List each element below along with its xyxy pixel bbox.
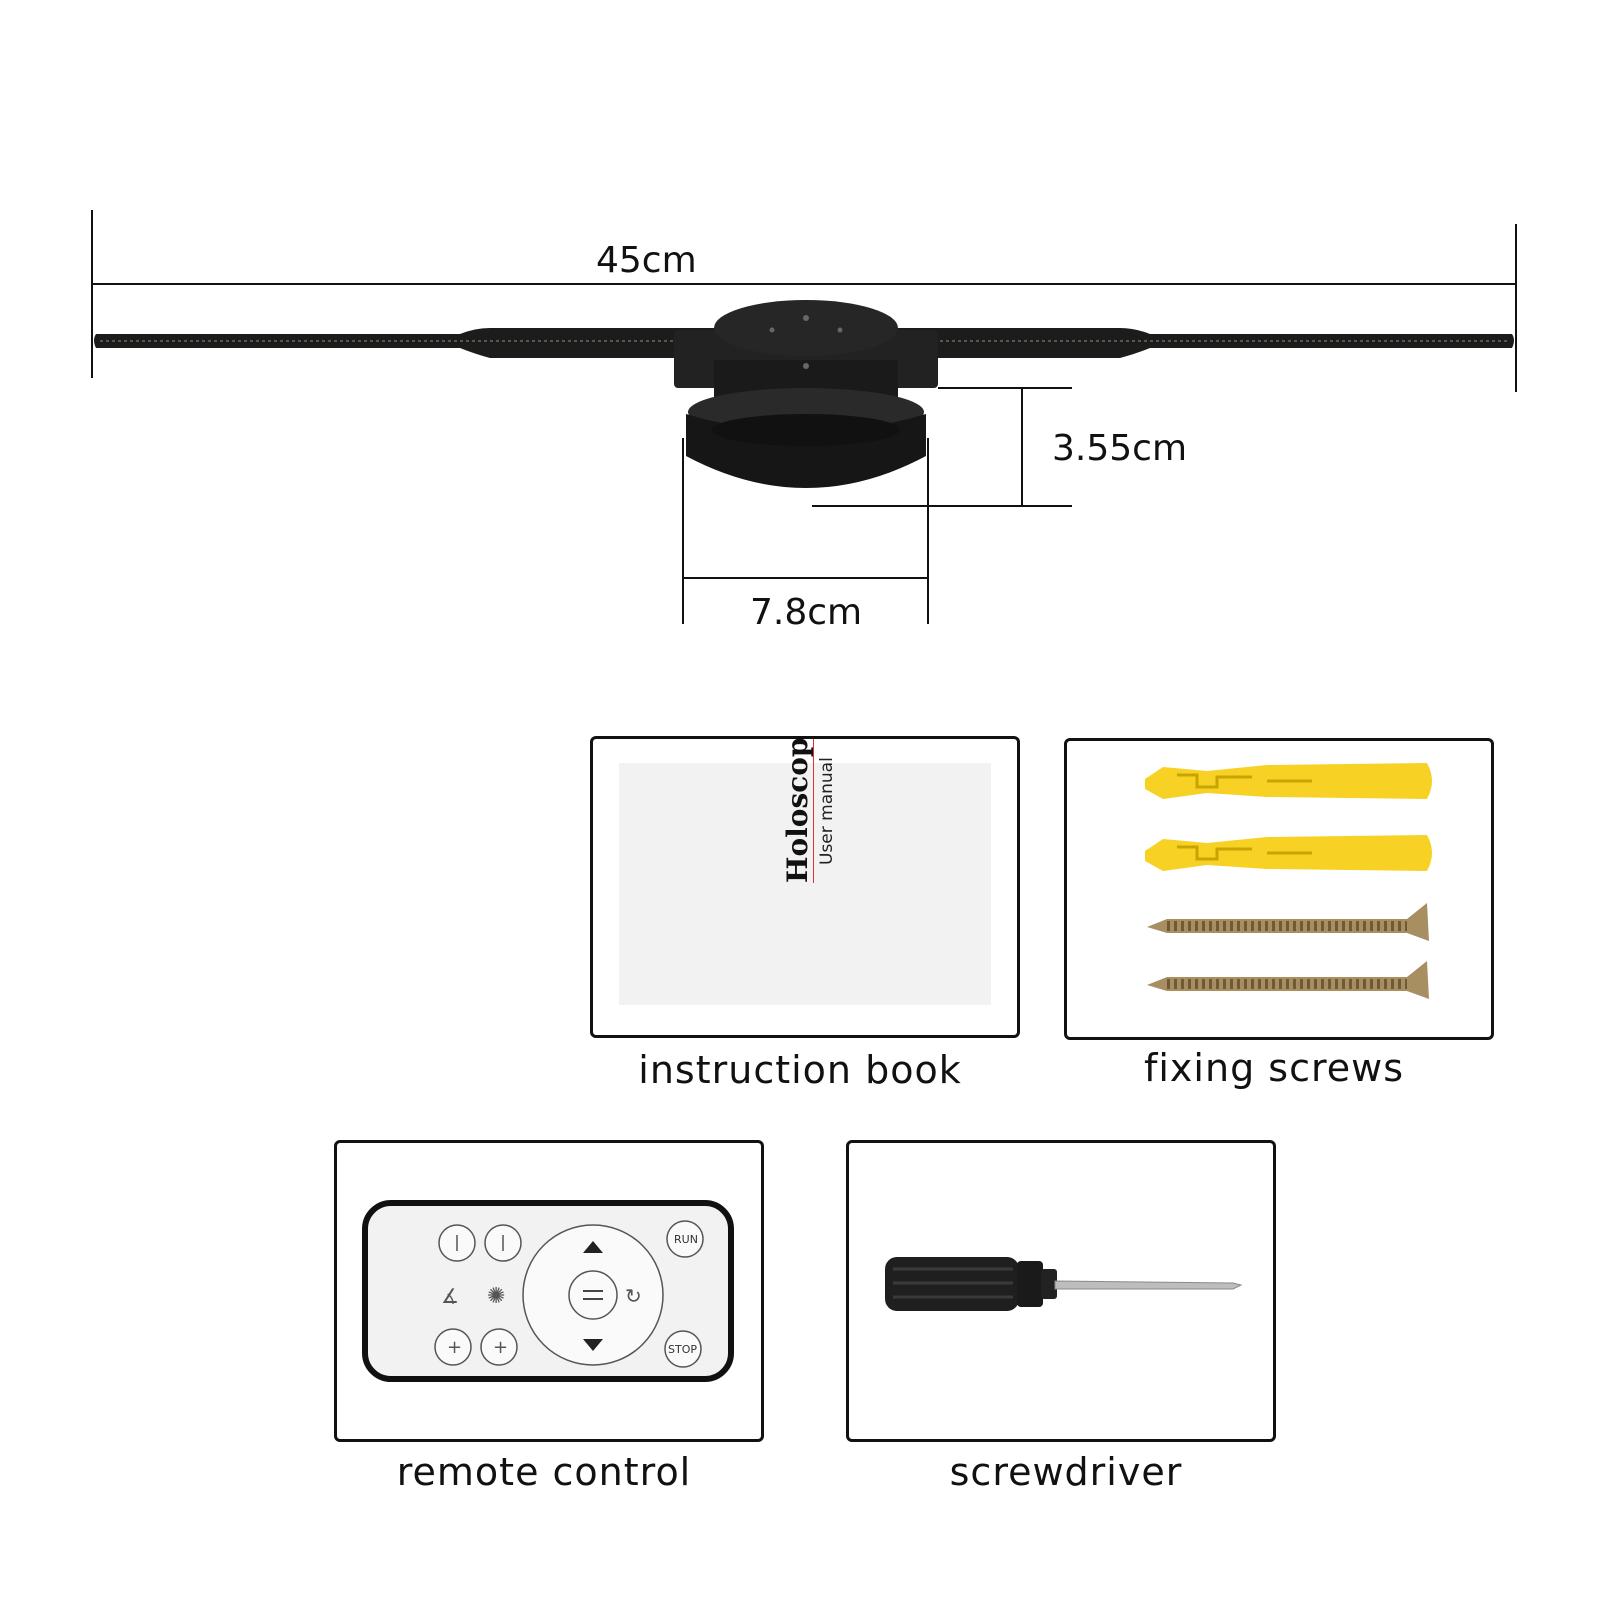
fixing-screws-caption: fixing screws	[1144, 1046, 1404, 1090]
motor-screw	[837, 327, 843, 333]
product-dimension-diagram: 45cm 3.55cm 7.8cm	[91, 210, 1517, 633]
base-ring	[712, 414, 900, 446]
screwdriver-icon	[885, 1257, 1243, 1311]
screwdriver-illustration	[885, 1257, 1243, 1311]
screw-icon	[1147, 903, 1429, 941]
motor-screw	[803, 363, 809, 369]
run-button	[666, 1220, 704, 1258]
remote-illustration: + + ∡ ✺ ↻ RUN STOP	[362, 1200, 734, 1382]
pause-button-icon	[568, 1270, 618, 1320]
motor-top	[714, 300, 898, 356]
screws-illustration	[1145, 763, 1432, 999]
diameter-dimension-label: 7.8cm	[750, 592, 862, 633]
brightness-icon: ✺	[487, 1284, 505, 1309]
height-dimension-label: 3.55cm	[1052, 428, 1187, 469]
down-arrow-icon	[583, 1339, 603, 1351]
angle-icon: ∡	[441, 1284, 459, 1308]
run-button-label: RUN	[674, 1233, 698, 1246]
screwdriver-caption: screwdriver	[949, 1450, 1183, 1494]
motor-screw	[769, 327, 775, 333]
cycle-icon: ↻	[625, 1284, 642, 1308]
screwdriver-panel	[846, 1140, 1276, 1442]
svg-text:+: +	[493, 1337, 508, 1358]
remote-control-panel: + + ∡ ✺ ↻ RUN STOP	[334, 1140, 764, 1442]
manual-cover: Holoscope User manual	[619, 739, 991, 1005]
manual-subtitle: User manual	[817, 757, 837, 865]
screw-icon	[1147, 961, 1429, 999]
plus-button-icon	[434, 1328, 472, 1366]
stop-button-label: STOP	[668, 1343, 697, 1356]
instruction-book-caption: instruction book	[638, 1048, 962, 1092]
fixing-screws-panel	[1064, 738, 1494, 1040]
motor-screw	[803, 315, 809, 321]
svg-text:+: +	[447, 1337, 462, 1358]
up-arrow-icon	[583, 1241, 603, 1253]
wall-anchor-icon	[1145, 763, 1432, 799]
instruction-book-panel: Holoscope User manual	[590, 736, 1020, 1038]
wall-anchor-icon	[1145, 835, 1432, 871]
plus-button-icon	[480, 1328, 518, 1366]
width-dimension-label: 45cm	[596, 240, 697, 281]
manual-title: Holoscope	[781, 739, 814, 883]
remote-control-caption: remote control	[396, 1450, 692, 1494]
stop-button	[664, 1330, 702, 1368]
